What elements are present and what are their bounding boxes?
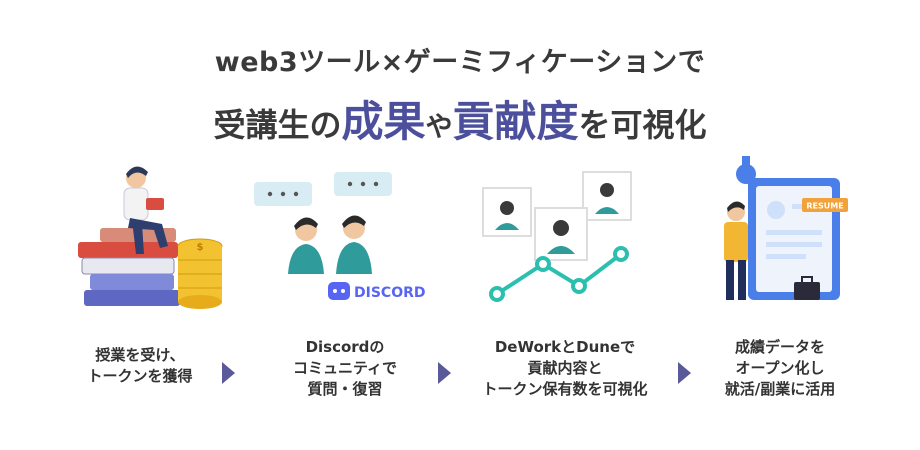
svg-text:$: $: [197, 242, 204, 253]
caption-line: トークン保有数を可視化: [482, 380, 648, 398]
headline-line-1: web3ツール×ゲーミフィケーションで: [214, 47, 706, 78]
profile-card: [582, 171, 632, 221]
caption-line: オープン化し: [735, 359, 825, 377]
step-2-caption: Discordの コミュニティで 質問・復習: [245, 337, 445, 400]
resume-document: [748, 178, 840, 300]
step-3-caption: DeWorkとDuneで 貢献内容と トークン保有数を可視化: [460, 337, 670, 400]
caption-line: DeWorkとDuneで: [494, 338, 636, 356]
caption-line: 貢献内容と: [527, 359, 603, 377]
student-books-coins-illustration: $: [78, 166, 223, 309]
businessman: [724, 201, 748, 300]
chat-bubble-icon: [334, 172, 392, 196]
person-right: [336, 215, 372, 274]
line-graph-icon: [489, 246, 629, 302]
caption-line: 授業を受け、: [95, 346, 185, 364]
coin-stacks: $: [177, 238, 223, 309]
caption-line: 質問・復習: [307, 380, 383, 398]
person-left: [288, 217, 324, 274]
profile-card: [534, 207, 588, 261]
caption-line: Discordの: [305, 338, 385, 356]
next-step-arrow-icon: [438, 362, 451, 384]
profiles-graph-illustration: [482, 171, 632, 302]
book-stack: [78, 228, 180, 306]
student: [123, 166, 168, 254]
discord-logo: DISCORD: [328, 282, 426, 301]
briefcase-icon: [794, 276, 820, 300]
discord-logo-text: DISCORD: [354, 285, 426, 301]
chat-bubble-icon: [254, 182, 312, 206]
profile-card: [482, 187, 532, 237]
headline-text: や: [425, 112, 453, 143]
resume-tag-text: RESUME: [806, 202, 843, 211]
headline-highlight-contribution: 貢献度: [452, 97, 579, 146]
resume-tag: RESUME: [802, 198, 848, 212]
caption-line: 成績データを: [734, 338, 825, 356]
discord-chat-illustration: DISCORD: [254, 172, 426, 301]
step-4-caption: 成績データを オープン化し 就活/副業に活用: [680, 337, 880, 400]
headline-line-2: 受講生の成果や貢献度を可視化: [0, 88, 920, 149]
caption-line: コミュニティで: [292, 359, 398, 377]
step-1-caption: 授業を受け、 トークンを獲得: [40, 345, 240, 387]
headline-highlight-results: 成果: [341, 97, 426, 146]
headline-text: 受講生の: [213, 106, 342, 144]
resume-illustration: RESUME: [724, 156, 848, 300]
magnifier-icon: [736, 156, 756, 184]
next-step-arrow-icon: [222, 362, 235, 384]
next-step-arrow-icon: [678, 362, 691, 384]
headline-text: を可視化: [578, 106, 707, 144]
caption-line: トークンを獲得: [87, 367, 193, 385]
caption-line: 就活/副業に活用: [724, 380, 836, 398]
